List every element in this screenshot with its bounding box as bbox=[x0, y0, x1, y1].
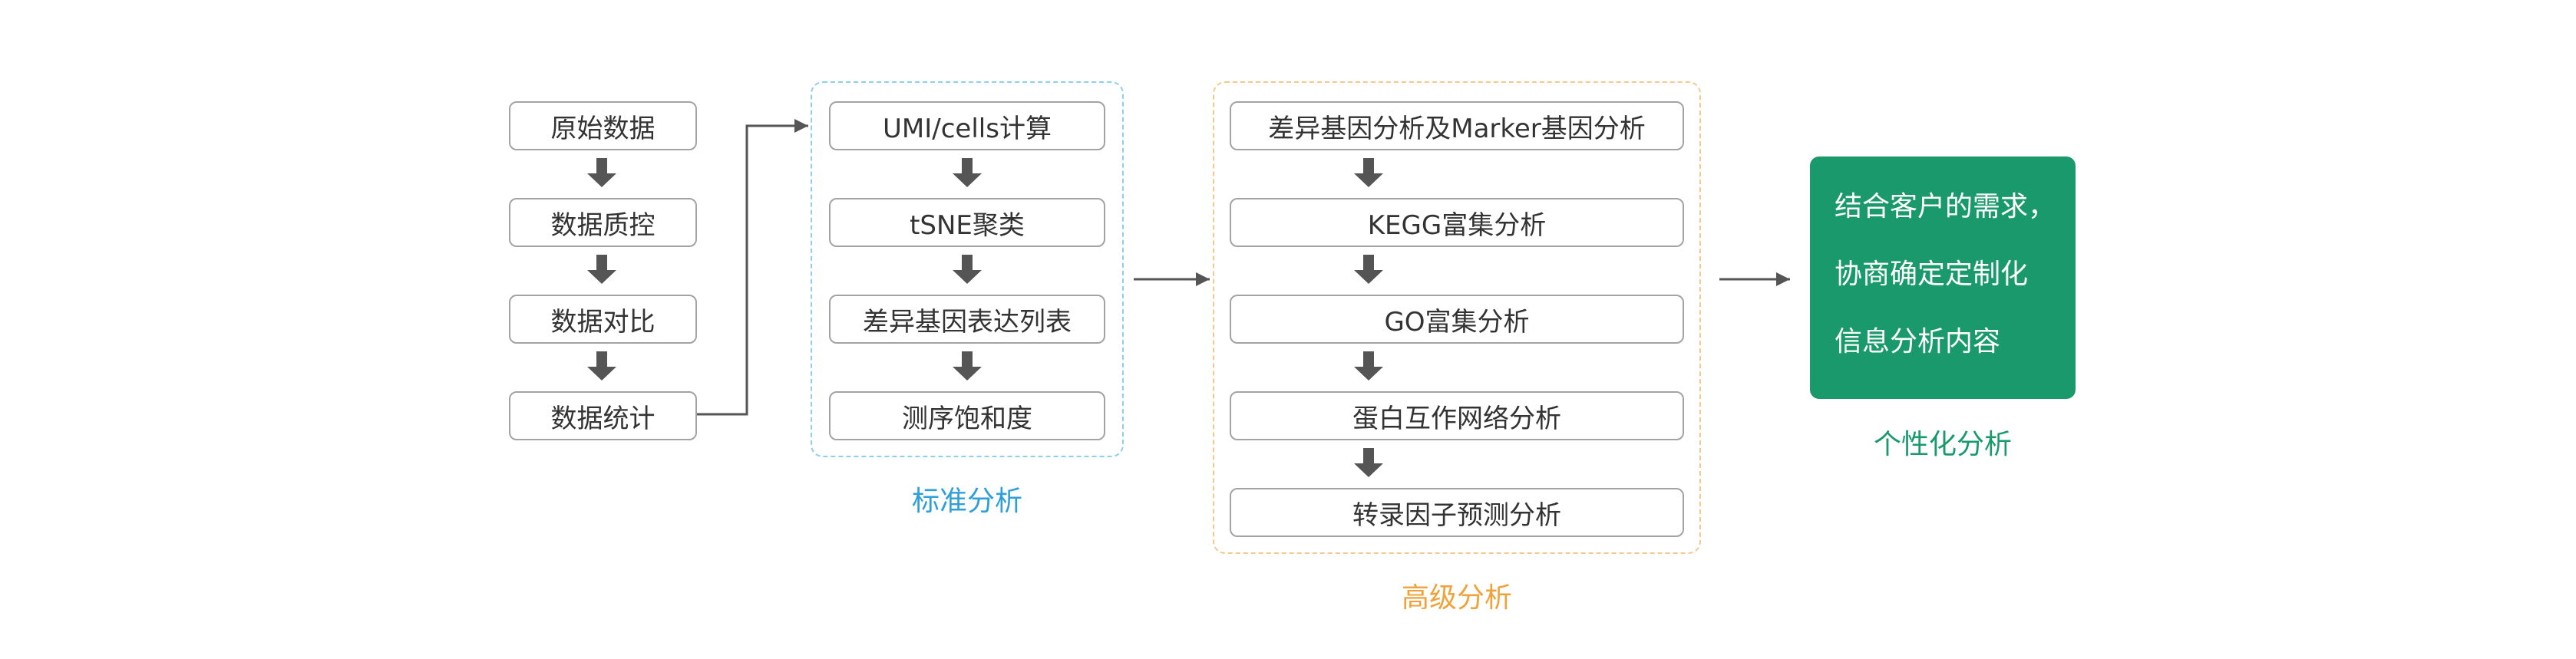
personalized-analysis-card: 结合客户的需求， 协商确定定制化 信息分析内容 bbox=[1810, 157, 2076, 399]
down-arrow-icon bbox=[953, 158, 982, 187]
down-arrow-icon bbox=[587, 158, 616, 187]
down-arrow-icon bbox=[953, 255, 982, 284]
down-arrow-icon bbox=[587, 351, 616, 381]
personalized-line: 信息分析内容 bbox=[1835, 326, 2001, 358]
standard-node-tsne: tSNE聚类 bbox=[829, 198, 1105, 247]
down-arrow-icon bbox=[1354, 351, 1383, 381]
down-arrow-icon bbox=[587, 255, 616, 284]
advanced-node-go: GO富集分析 bbox=[1230, 295, 1684, 344]
down-arrow-icon bbox=[953, 351, 982, 381]
down-arrow-icon bbox=[1354, 448, 1383, 477]
personalized-line: 结合客户的需求， bbox=[1835, 191, 2056, 222]
personalized-analysis-label: 个性化分析 bbox=[1873, 429, 2012, 460]
standard-down-arrows bbox=[953, 158, 982, 381]
raw-node-quality-control: 数据质控 bbox=[509, 198, 697, 247]
personalized-line: 协商确定定制化 bbox=[1835, 259, 2029, 290]
raw-down-arrows bbox=[587, 158, 616, 381]
elbow-connector-arrow bbox=[697, 119, 808, 416]
standard-node-saturation: 测序饱和度 bbox=[829, 391, 1105, 440]
down-arrow-icon bbox=[1354, 255, 1383, 284]
standard-node-umi-cells: UMI/cells计算 bbox=[829, 101, 1105, 150]
advanced-analysis-group bbox=[1213, 81, 1701, 554]
down-arrow-icon bbox=[1354, 158, 1383, 187]
raw-node-data-statistics: 数据统计 bbox=[509, 391, 697, 440]
raw-node-data-comparison: 数据对比 bbox=[509, 295, 697, 344]
advanced-down-arrows bbox=[1354, 158, 1383, 477]
advanced-node-deg-marker: 差异基因分析及Marker基因分析 bbox=[1230, 101, 1684, 150]
standard-node-deg-list: 差异基因表达列表 bbox=[829, 295, 1105, 344]
advanced-node-kegg: KEGG富集分析 bbox=[1230, 198, 1684, 247]
standard-analysis-label: 标准分析 bbox=[911, 486, 1022, 517]
raw-node-original-data: 原始数据 bbox=[509, 101, 697, 150]
advanced-node-tf: 转录因子预测分析 bbox=[1230, 488, 1684, 537]
standard-analysis-group bbox=[811, 81, 1124, 457]
advanced-analysis-label: 高级分析 bbox=[1401, 582, 1512, 614]
advanced-node-ppi: 蛋白互作网络分析 bbox=[1230, 391, 1684, 440]
